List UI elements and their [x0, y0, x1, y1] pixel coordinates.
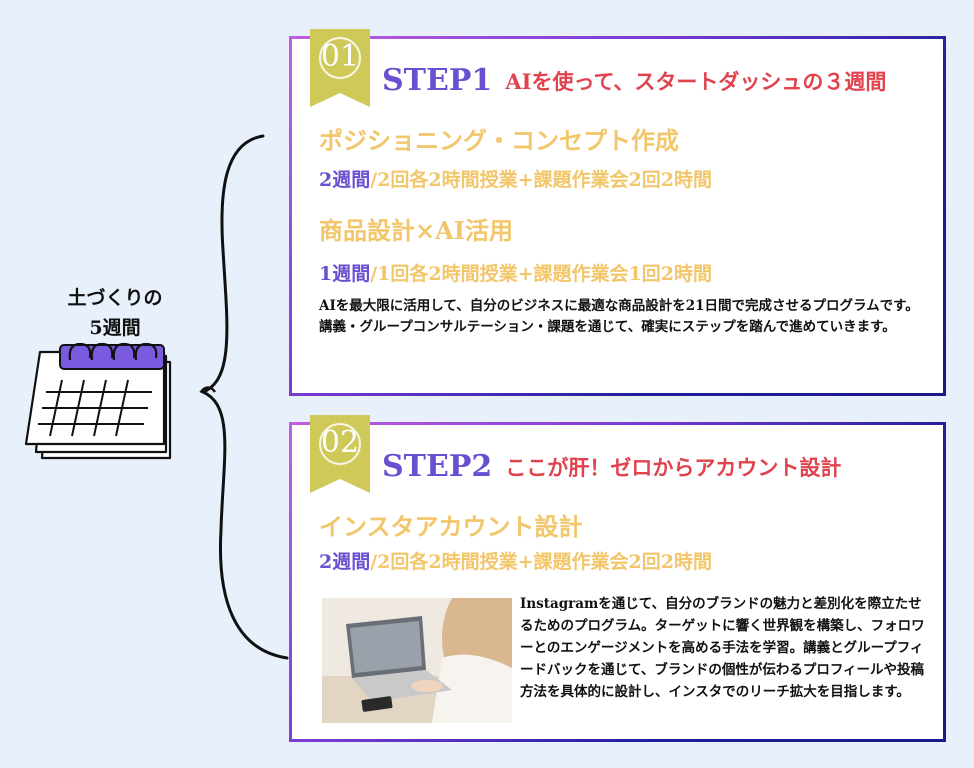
program-duration-line2: 5週間 [89, 317, 141, 339]
section-schedule: 2週間/2回各2時間授業+課題作業会2回2時間 [319, 547, 712, 574]
section-heading: ポジショニング・コンセプト作成 [319, 126, 679, 155]
program-duration-line1: 土づくりの [67, 287, 163, 309]
step1-subtitle: AIを使って、スタートダッシュの３週間 [505, 68, 887, 94]
section-schedule: 2週間/2回各2時間授業+課題作業会2回2時間 [319, 165, 712, 192]
step1-label: STEP1 [382, 63, 493, 98]
section-schedule: 1週間/1回各2時間授業+課題作業会1回2時間 [319, 259, 712, 286]
schedule-duration: 2週間 [319, 169, 371, 191]
curly-brace-connector [199, 134, 289, 660]
step1-card: 01 STEP1 AIを使って、スタートダッシュの３週間 ポジショニング・コンセ… [289, 29, 946, 396]
step1-description: AIを最大限に活用して、自分のビジネスに最適な商品設計を21日間で完成させるプロ… [319, 296, 929, 338]
section-heading: インスタアカウント設計 [319, 512, 583, 541]
schedule-duration: 1週間 [319, 263, 371, 285]
step2-card: 02 STEP2 ここが肝！ゼロからアカウント設計 インスタアカウント設計 2週… [289, 415, 946, 742]
section-heading: 商品設計×AI活用 [319, 216, 513, 245]
step1-badge-number: 01 [320, 39, 360, 74]
calendar-icon [24, 342, 172, 460]
step2-badge: 02 [310, 415, 370, 493]
step2-description: Instagramを通じて、自分のブランドの魅力と差別化を際立たせるためのプログ… [520, 596, 925, 700]
step2-badge-number: 02 [320, 425, 360, 460]
schedule-detail: /2回各2時間授業+課題作業会2回2時間 [370, 551, 712, 573]
description-paragraph: AIを最大限に活用して、自分のビジネスに最適な商品設計を21日間で完成させるプロ… [319, 298, 919, 314]
schedule-duration: 2週間 [319, 551, 371, 573]
step1-title: STEP1 AIを使って、スタートダッシュの３週間 [382, 63, 886, 98]
schedule-detail: /1回各2時間授業+課題作業会1回2時間 [370, 263, 712, 285]
step2-label: STEP2 [382, 449, 493, 484]
description-paragraph: 講義・グループコンサルテーション・課題を通じて、確実にステップを踏んで進めていき… [319, 319, 896, 335]
laptop-photo [322, 598, 512, 723]
step1-badge: 01 [310, 29, 370, 107]
program-duration-label: 土づくりの 5週間 [40, 283, 190, 343]
step2-title: STEP2 ここが肝！ゼロからアカウント設計 [382, 449, 841, 484]
schedule-detail: /2回各2時間授業+課題作業会2回2時間 [370, 169, 712, 191]
step2-subtitle: ここが肝！ゼロからアカウント設計 [505, 454, 842, 480]
